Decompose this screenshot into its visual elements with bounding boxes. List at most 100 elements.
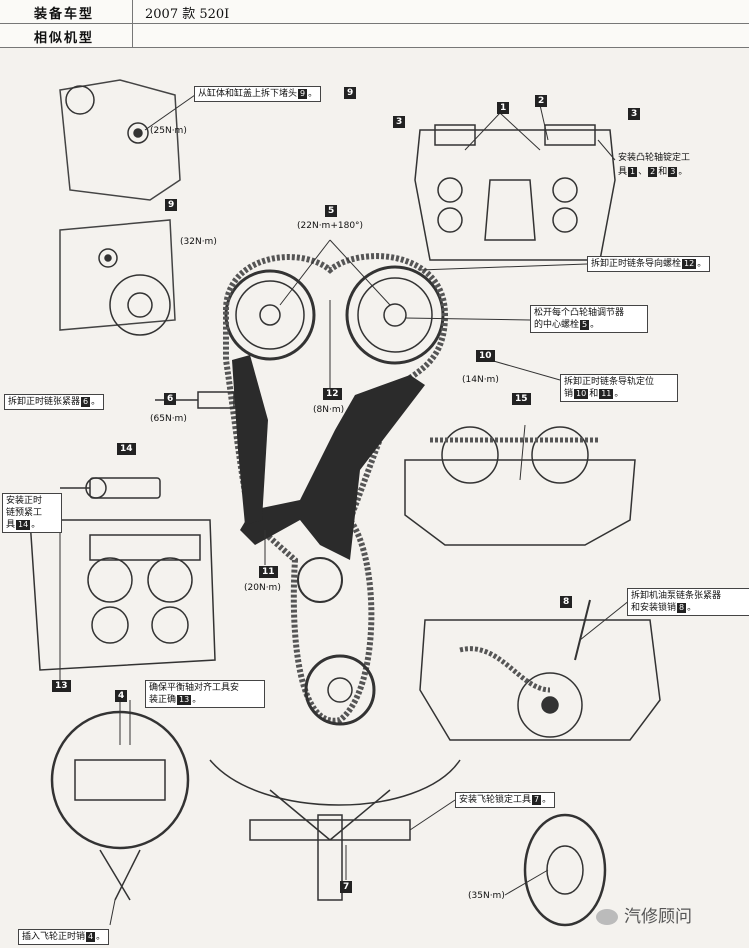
chain-tool-15 <box>404 426 636 546</box>
callout-num: 10 <box>574 389 589 399</box>
engine-block-topleft <box>59 79 181 336</box>
tag-9-callout: 9 <box>344 87 357 99</box>
header-row-model: 装备车型 2007 款 520I <box>0 0 749 24</box>
tag-7: 7 <box>340 881 353 893</box>
callout-period: 。 <box>542 795 552 805</box>
tag-3-left: 3 <box>393 116 406 128</box>
exhaust-cam-sprocket <box>345 265 445 365</box>
callout-num: 12 <box>682 259 697 269</box>
callout-text-line1: 拆卸正时链条导轨定位 <box>564 377 655 387</box>
callout-num: 6 <box>81 397 91 407</box>
callout-num: 8 <box>677 603 687 613</box>
callout-num: 3 <box>668 167 678 177</box>
callout-and: 和 <box>658 167 668 177</box>
tag-13: 13 <box>52 680 71 692</box>
callout-text-line1: 安装凸轮轴锭定工 <box>618 153 691 163</box>
callout-text: 和安装锁销 <box>631 603 677 613</box>
callout-text: 拆卸正时链张紧器 <box>8 397 81 407</box>
watermark-text: 汽修顾问 <box>624 907 692 927</box>
callout-num: 9 <box>298 89 308 99</box>
callout-period: 。 <box>192 695 202 705</box>
callout-num: 14 <box>16 520 31 530</box>
model-label: 装备车型 <box>34 7 95 22</box>
callout-period: 。 <box>590 320 600 330</box>
flywheel-lock-tool <box>209 759 461 901</box>
header-divider <box>132 0 133 48</box>
callout-num: 5 <box>580 320 590 330</box>
callout-period: 。 <box>31 520 41 530</box>
callout-num: 7 <box>532 795 542 805</box>
callout-text: 插入飞轮正时销 <box>22 932 86 942</box>
torque-25: (25N·m) <box>150 126 187 136</box>
model-value: 2007 款 520I <box>145 7 230 22</box>
chain-tensioner-6 <box>155 391 235 409</box>
callout-num: 11 <box>599 389 614 399</box>
balance-shaft-area <box>29 519 216 671</box>
tag-12: 12 <box>323 388 342 400</box>
callout-text: 拆卸正时链条导向螺栓 <box>591 259 682 269</box>
spec-header: 装备车型 2007 款 520I 相似机型 <box>0 0 749 48</box>
tag-6: 6 <box>164 393 177 405</box>
chain-guide-rail <box>240 375 425 560</box>
callout-text-line1: 确保平衡轴对齐工具安 <box>149 683 240 693</box>
callout-text-line1: 安装正时 <box>6 496 43 506</box>
torque-32: (32N·m) <box>180 237 217 247</box>
wechat-icon <box>596 909 618 925</box>
callout-num: 1 <box>628 167 638 177</box>
callout-num: 4 <box>86 932 96 942</box>
callout-text: 安装飞轮锁定工具 <box>459 795 532 805</box>
torque-22-180: (22N·m+180°) <box>297 221 364 231</box>
header-row-similar: 相似机型 <box>0 24 749 48</box>
camshaft-locking-tool <box>414 124 616 261</box>
callout-text-line2: 链预紧工 <box>6 508 43 518</box>
tag-1: 1 <box>497 102 510 114</box>
callout-period: 。 <box>687 603 697 613</box>
callout-text: 的中心螺栓 <box>534 320 580 330</box>
tag-11: 11 <box>259 566 278 578</box>
torque-8: (8N·m) <box>313 405 345 415</box>
callout-period: 。 <box>614 389 624 399</box>
callout-period: 。 <box>308 89 318 99</box>
tension-rail <box>232 355 268 525</box>
callout-num: 2 <box>648 167 658 177</box>
intake-cam-sprocket <box>224 269 316 361</box>
callout-text-line1: 拆卸机油泵链条张紧器 <box>631 591 722 601</box>
callout-num: 13 <box>177 695 192 705</box>
callout-text: 销 <box>564 389 574 399</box>
torque-14: (14N·m) <box>462 375 499 385</box>
tag-4: 4 <box>115 690 128 702</box>
callout-sep: 、 <box>638 167 648 177</box>
tag-8: 8 <box>560 596 573 608</box>
similar-label: 相似机型 <box>34 31 95 46</box>
tag-2: 2 <box>535 95 548 107</box>
torque-20: (20N·m) <box>244 583 281 593</box>
callout-period: 。 <box>678 167 688 177</box>
callout-text: 具 <box>618 167 628 177</box>
crank-pulley <box>523 813 607 927</box>
callout-period: 。 <box>91 397 101 407</box>
torque-35: (35N·m) <box>468 891 505 901</box>
callout-text: 具 <box>6 520 16 530</box>
callout-period: 。 <box>96 932 106 942</box>
tag-15: 15 <box>512 393 531 405</box>
crank-sprocket <box>304 654 376 726</box>
torque-65: (65N·m) <box>150 414 187 424</box>
